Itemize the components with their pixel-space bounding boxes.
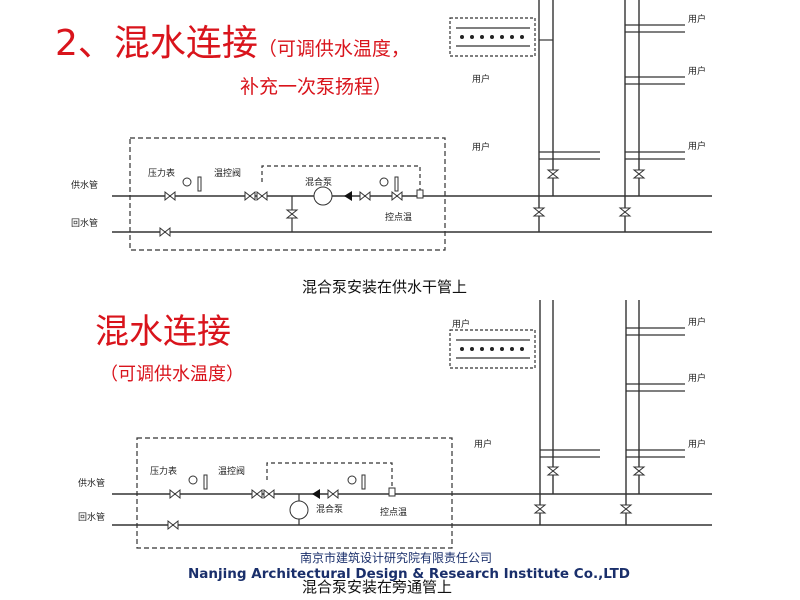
- caption-top: 混合泵安装在供水干管上: [302, 278, 468, 296]
- valve-icon: [619, 504, 633, 514]
- valve-icon: [244, 190, 256, 202]
- footer-company-en: Nanjing Architectural Design & Research …: [188, 566, 631, 582]
- valve-icon: [167, 519, 179, 531]
- temp-sensor-icon: [388, 487, 396, 497]
- label-user: 用户: [688, 13, 706, 25]
- valve-icon: [391, 190, 403, 202]
- valve-icon: [632, 466, 646, 476]
- mixing-pump-icon: [313, 186, 333, 206]
- label-user: 用户: [688, 316, 706, 328]
- valve-icon: [164, 190, 176, 202]
- title-top-main: 2、混水连接: [55, 23, 258, 64]
- label-supply-pipe: 供水管: [71, 179, 98, 191]
- label-return-pipe: 回水管: [78, 511, 105, 523]
- label-pressure-gauge: 压力表: [150, 465, 177, 477]
- thermometer-icon: [203, 474, 208, 490]
- valve-icon: [546, 169, 560, 179]
- dashed-enclosure-bottom: [136, 437, 453, 549]
- valve-icon: [359, 190, 371, 202]
- diagram-top: 供水管 回水管 压力表 温控阀 混合泵 控点温 用户 用户 用户 用户 用户: [71, 0, 712, 251]
- label-return-pipe: 回水管: [71, 217, 98, 229]
- diagram-bottom: 供水管 回水管 压力表 温控阀 混合泵 控点温 用户 用户 用户 用户 用户: [78, 300, 712, 549]
- caption-bottom: 混合泵安装在旁通管上: [302, 578, 453, 596]
- slide-title-bottom: 混水连接: [95, 312, 231, 352]
- label-pressure-gauge: 压力表: [148, 167, 175, 179]
- valve-icon: [169, 488, 181, 500]
- label-control-point: 控点温: [385, 211, 412, 223]
- label-temp-valve: 温控阀: [218, 465, 245, 477]
- footer-company-cn: 南京市建筑设计研究院有限责任公司: [300, 551, 493, 565]
- label-user: 用户: [472, 141, 490, 153]
- title-top-note-line1: （可调供水温度，: [257, 38, 410, 60]
- mixing-pump-icon: [289, 500, 309, 520]
- title-top-note-line2: 补充一次泵扬程）: [240, 76, 393, 98]
- label-supply-pipe: 供水管: [78, 477, 105, 489]
- valve-icon: [632, 169, 646, 179]
- valve-icon: [327, 488, 339, 500]
- label-control-point: 控点温: [380, 506, 407, 518]
- label-user: 用户: [472, 73, 490, 85]
- temp-valve-icon: [263, 488, 275, 500]
- label-mixing-pump: 混合泵: [316, 503, 343, 515]
- label-user: 用户: [688, 65, 706, 77]
- valve-icon: [532, 207, 546, 217]
- label-user: 用户: [688, 438, 706, 450]
- pressure-gauge-icon: [188, 475, 198, 485]
- thermometer-icon: [394, 176, 399, 192]
- title-bottom-note: （可调供水温度）: [100, 364, 244, 385]
- pressure-gauge-icon: [182, 177, 192, 187]
- check-valve-icon: [344, 191, 352, 201]
- pressure-gauge-icon: [379, 177, 389, 187]
- valve-icon: [618, 207, 632, 217]
- label-temp-valve: 温控阀: [214, 167, 241, 179]
- check-valve-icon: [312, 489, 320, 499]
- temp-valve-icon: [256, 190, 268, 202]
- valve-icon: [533, 504, 547, 514]
- label-mixing-pump: 混合泵: [305, 176, 332, 188]
- dashed-enclosure-top: [129, 137, 446, 251]
- thermometer-icon: [361, 474, 366, 490]
- valve-icon: [159, 226, 171, 238]
- slide-title-top: 2、混水连接（可调供水温度，: [55, 26, 410, 62]
- label-user: 用户: [688, 140, 706, 152]
- valve-icon: [251, 488, 263, 500]
- pressure-gauge-icon: [347, 475, 357, 485]
- thermometer-icon: [197, 176, 202, 192]
- label-user: 用户: [474, 438, 492, 450]
- label-user: 用户: [452, 318, 470, 330]
- temp-sensor-icon: [416, 189, 424, 199]
- bypass-valve-icon: [285, 209, 299, 219]
- valve-icon: [546, 466, 560, 476]
- label-user: 用户: [688, 372, 706, 384]
